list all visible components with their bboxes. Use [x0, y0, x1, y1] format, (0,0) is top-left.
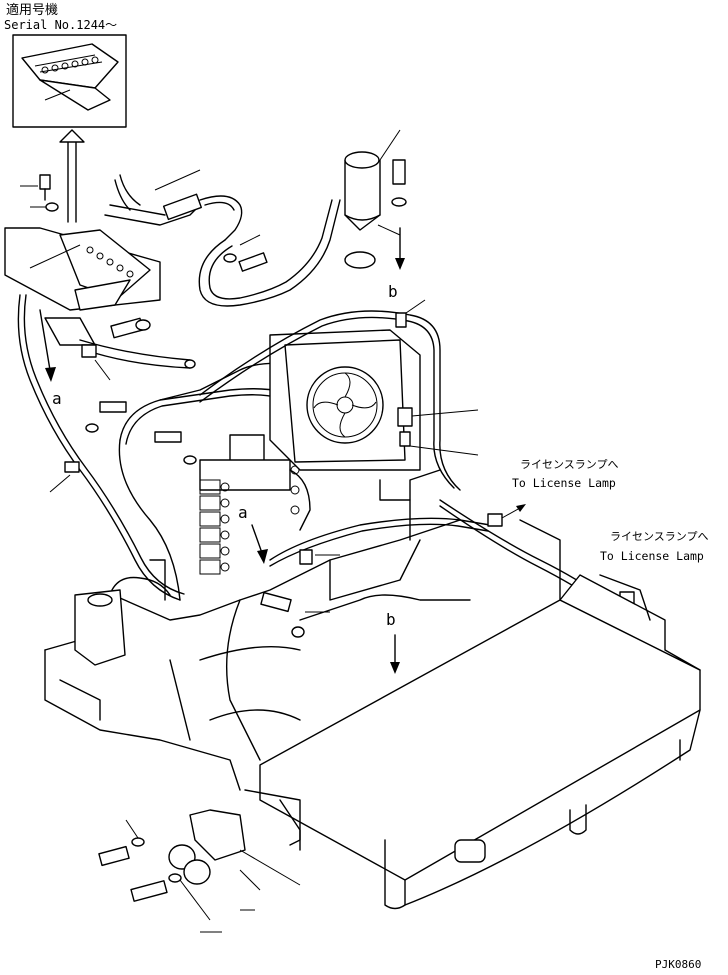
left-harness: [17, 294, 185, 601]
washer-tank: [74, 576, 171, 666]
inset-fuse-box: [12, 34, 127, 128]
condenser-fan-unit: [269, 329, 479, 471]
horn-top-right: [344, 129, 407, 270]
callout-b-arrow-lower: [390, 634, 400, 674]
serial-number-label: Serial No.1244～: [4, 18, 117, 32]
callout-a-lower: a: [238, 503, 248, 522]
bolt-center-top: [223, 234, 268, 272]
drawing-number: PJK0860: [655, 958, 701, 971]
left-connectors: [44, 317, 196, 381]
callout-a-upper: a: [52, 389, 62, 408]
harness-top-center: [104, 169, 341, 307]
relay-harness-block: [118, 362, 311, 601]
callout-a-arrow-lower: [251, 524, 268, 564]
inset-reference-arrow: [59, 129, 85, 223]
bolt-center-lower: [260, 549, 340, 638]
callout-a-arrow-upper: [39, 309, 56, 382]
callout-b-lower: b: [386, 610, 396, 629]
callout-b-upper: b: [388, 282, 398, 301]
license-lamp-label-en-2: To License Lamp: [600, 549, 704, 563]
fuse-block-main: [4, 227, 161, 311]
applicable-serial-label-jp: 適用号機: [6, 2, 58, 18]
harness-top-right: [199, 299, 461, 491]
bolt-mid-left: [85, 317, 197, 465]
horn-bottom: [98, 789, 301, 933]
license-lamp-label-jp-1: ライセンスランプへ: [520, 458, 618, 471]
license-lamp-label-en-1: To License Lamp: [512, 476, 616, 490]
engine-cover-counterweight: [259, 574, 701, 910]
license-lamp-label-jp-2: ライセンスランプへ: [610, 530, 708, 543]
bolt-upper-left: [20, 174, 59, 212]
upper-frame-structure: [44, 469, 561, 791]
